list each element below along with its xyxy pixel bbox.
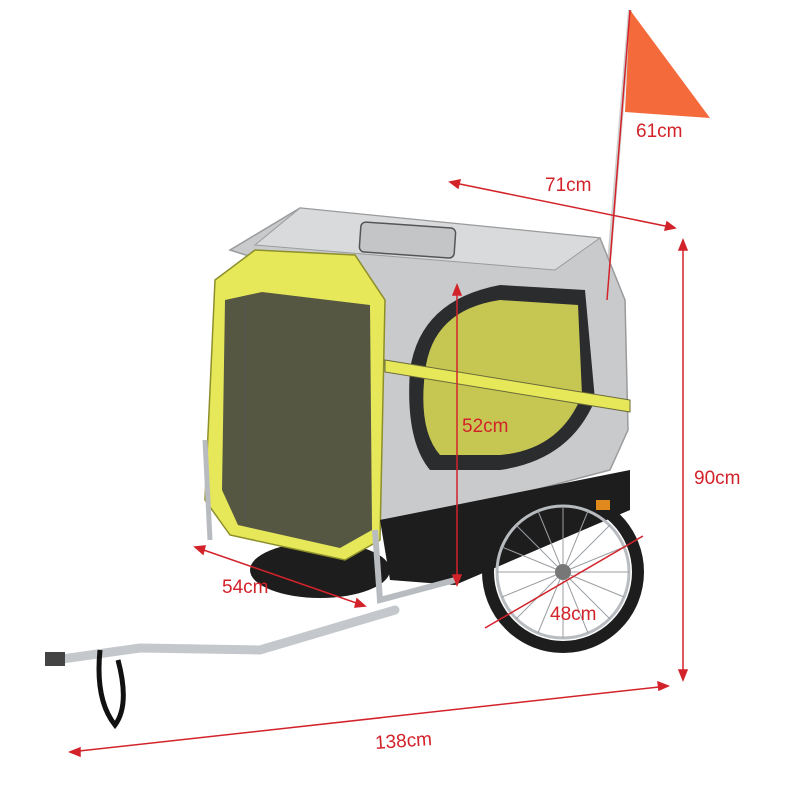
wheel-tire [482,491,644,653]
hitch [45,652,65,666]
trailer-frame [372,529,456,604]
flag-height-label: 61cm [636,121,683,142]
roof-vent [358,221,457,259]
dimension-lines [67,9,689,758]
wheel-reflector [596,500,610,510]
tow-bar [50,605,400,665]
interior-height-label: 52cm [462,416,509,437]
wheel-diameter-label: 48cm [550,604,597,625]
reflective-stripe [384,359,631,413]
tow-strap [96,649,126,730]
wheel-hub [555,564,571,580]
front-frame-post [202,439,213,541]
side-window-mesh [423,300,582,455]
total-height-label: 90cm [694,468,741,489]
total-length-label: 138cm [374,729,433,754]
width-label: 54cm [222,577,269,598]
flag [625,10,710,118]
back-shadow [250,542,390,598]
top-length-label: 71cm [545,175,592,196]
front-mesh-window [222,292,372,548]
